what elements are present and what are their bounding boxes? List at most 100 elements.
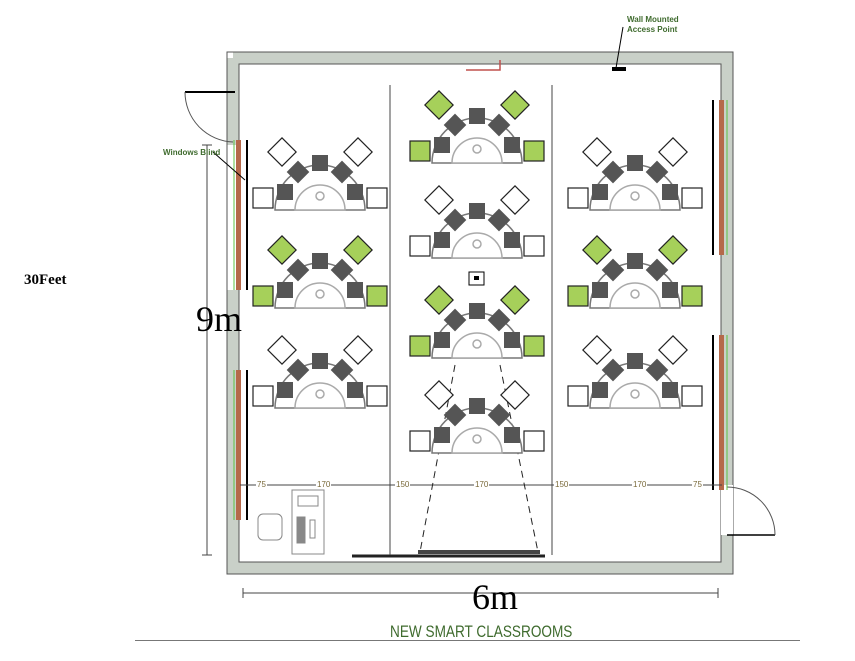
chair bbox=[409, 430, 431, 452]
chair bbox=[267, 335, 297, 365]
computer-icon bbox=[504, 232, 520, 248]
computer-icon bbox=[627, 353, 643, 369]
computer-icon bbox=[312, 253, 328, 269]
computer-icon bbox=[277, 184, 293, 200]
dimension-label: 75 bbox=[692, 480, 703, 489]
chair bbox=[582, 335, 612, 365]
chair bbox=[500, 90, 530, 120]
chair bbox=[500, 380, 530, 410]
chair bbox=[252, 385, 274, 407]
computer-icon bbox=[469, 398, 485, 414]
dimension-label: 170 bbox=[316, 480, 332, 489]
access-point-label-line1: Wall Mounted bbox=[627, 15, 679, 24]
computer-icon bbox=[469, 203, 485, 219]
student-desk-cluster bbox=[567, 137, 703, 211]
chair bbox=[582, 235, 612, 265]
student-desk-cluster bbox=[409, 380, 545, 454]
dimension-label: 150 bbox=[395, 480, 411, 489]
projection-area bbox=[418, 271, 540, 554]
chair bbox=[267, 235, 297, 265]
chair bbox=[409, 335, 431, 357]
computer-icon bbox=[312, 155, 328, 171]
computer-icon bbox=[277, 382, 293, 398]
computer-icon bbox=[627, 253, 643, 269]
chair bbox=[424, 285, 454, 315]
computer-icon bbox=[504, 427, 520, 443]
door-top-left bbox=[184, 91, 235, 143]
computer-icon bbox=[592, 184, 608, 200]
computer-icon bbox=[347, 382, 363, 398]
computer-icon bbox=[434, 232, 450, 248]
computer-icon bbox=[662, 282, 678, 298]
dimension-label: 170 bbox=[632, 480, 648, 489]
computer-icon bbox=[277, 282, 293, 298]
computer-icon bbox=[662, 382, 678, 398]
chair bbox=[681, 187, 703, 209]
chair bbox=[500, 285, 530, 315]
student-desk-cluster bbox=[252, 137, 388, 211]
dimension-lines bbox=[202, 85, 722, 598]
teacher-chair bbox=[257, 513, 283, 541]
chair bbox=[424, 380, 454, 410]
computer-icon bbox=[469, 108, 485, 124]
chair bbox=[523, 235, 545, 257]
chair bbox=[366, 385, 388, 407]
chair bbox=[343, 335, 373, 365]
chair bbox=[343, 235, 373, 265]
width-meters-label: 6m bbox=[472, 577, 519, 617]
chair bbox=[582, 137, 612, 167]
projection-screen bbox=[418, 550, 540, 554]
teacher-desk bbox=[257, 489, 325, 555]
computer-icon bbox=[627, 155, 643, 171]
access-point-leader bbox=[615, 26, 624, 69]
access-point-label-line2: Access Point bbox=[627, 25, 678, 34]
chair bbox=[267, 137, 297, 167]
student-desk-cluster bbox=[252, 335, 388, 409]
student-desk-cluster bbox=[567, 235, 703, 309]
chair bbox=[658, 335, 688, 365]
plan-title: NEW SMART CLASSROOMS bbox=[390, 622, 573, 641]
chair bbox=[567, 385, 589, 407]
computer-icon bbox=[312, 353, 328, 369]
computer-icon bbox=[469, 303, 485, 319]
chair bbox=[366, 285, 388, 307]
dimension-label: 170 bbox=[474, 480, 490, 489]
chair bbox=[567, 187, 589, 209]
dimension-label: 150 bbox=[554, 480, 570, 489]
height-meters-label: 9m bbox=[196, 299, 243, 339]
chair bbox=[409, 140, 431, 162]
entry-marker bbox=[466, 60, 501, 71]
chair bbox=[500, 185, 530, 215]
student-desk-cluster bbox=[252, 235, 388, 309]
chair bbox=[523, 335, 545, 357]
computer-icon bbox=[592, 382, 608, 398]
computer-icon bbox=[504, 332, 520, 348]
chair bbox=[681, 285, 703, 307]
chair bbox=[523, 430, 545, 452]
chair bbox=[658, 235, 688, 265]
windows bbox=[212, 100, 728, 520]
computer-icon bbox=[434, 137, 450, 153]
chair bbox=[658, 137, 688, 167]
chair bbox=[366, 187, 388, 209]
computer-icon bbox=[347, 184, 363, 200]
windows-blind-leader bbox=[212, 151, 246, 181]
chair bbox=[252, 285, 274, 307]
chair bbox=[523, 140, 545, 162]
height-feet-label: 30Feet bbox=[24, 272, 67, 288]
dimension-label: 75 bbox=[256, 480, 267, 489]
access-point-icon bbox=[612, 67, 626, 71]
chair bbox=[409, 235, 431, 257]
student-desk-cluster bbox=[409, 185, 545, 259]
title-underline bbox=[135, 640, 800, 641]
chair bbox=[424, 185, 454, 215]
chair bbox=[252, 187, 274, 209]
chair bbox=[343, 137, 373, 167]
computer-icon bbox=[504, 137, 520, 153]
computer-icon bbox=[592, 282, 608, 298]
chair bbox=[424, 90, 454, 120]
chair bbox=[681, 385, 703, 407]
door-bottom-right bbox=[721, 485, 776, 536]
